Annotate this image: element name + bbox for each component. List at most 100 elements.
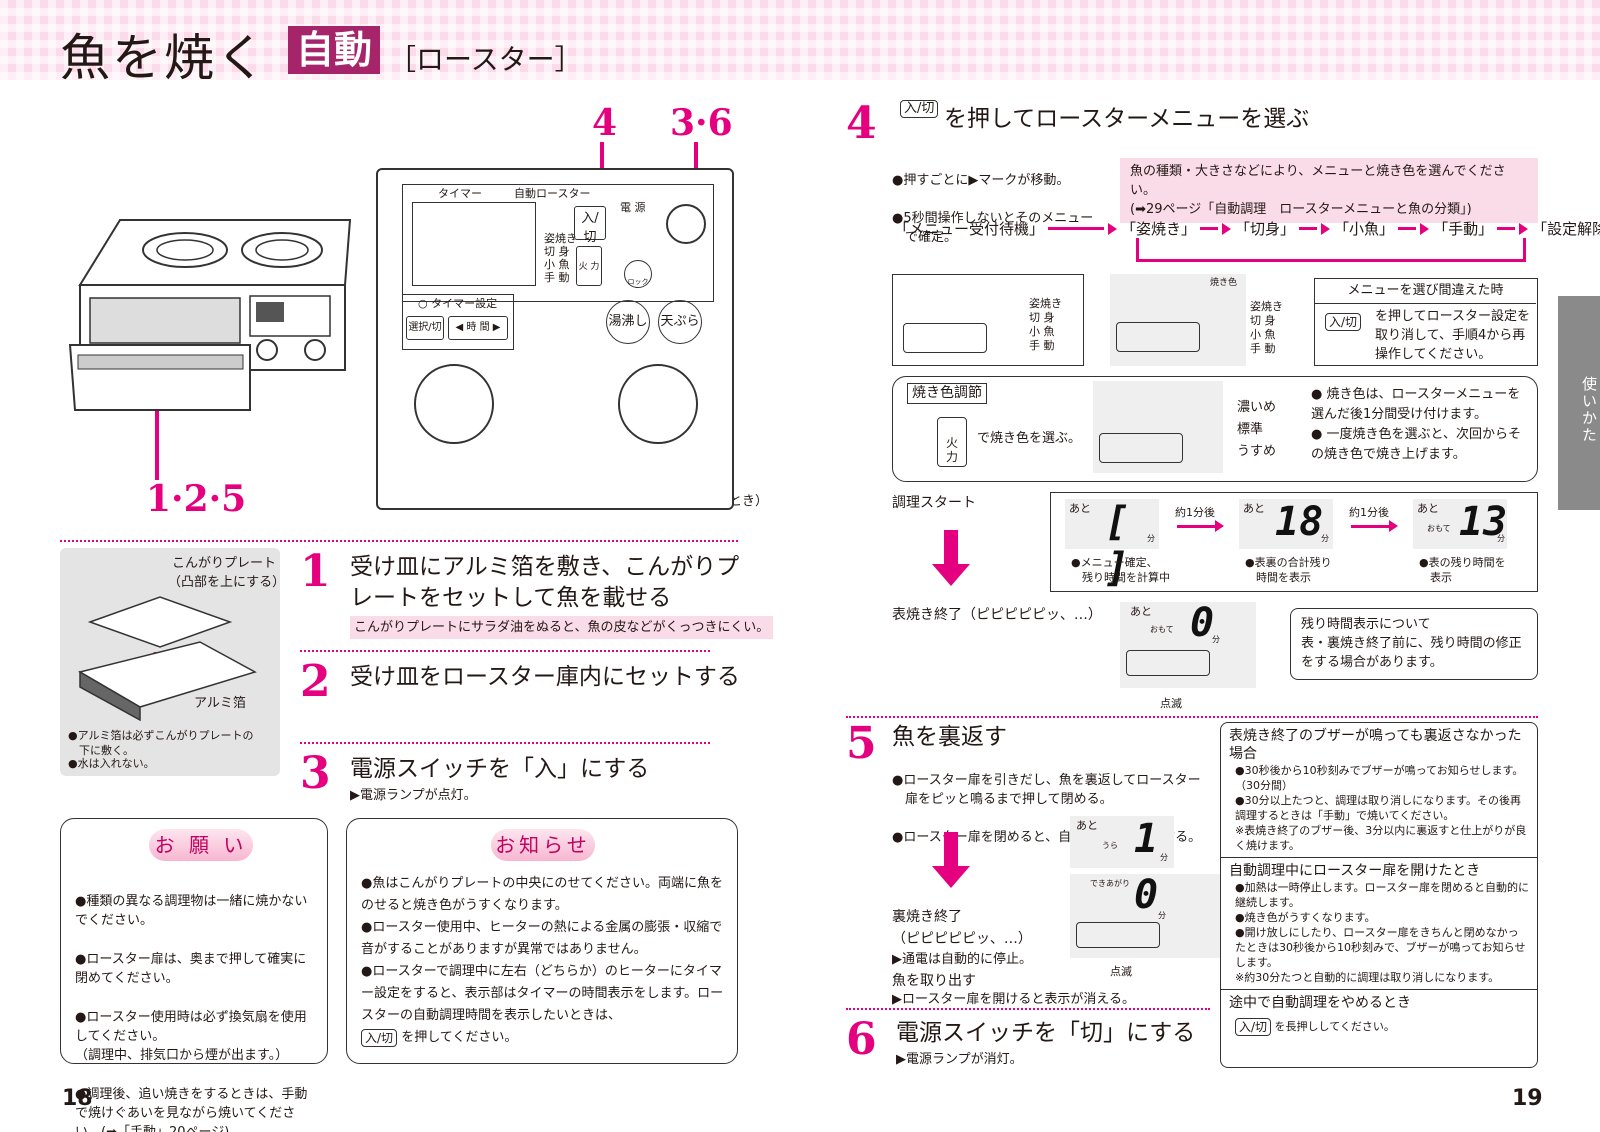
flow-return-line [1136,238,1526,262]
step-4-bullets: ●押すごとに▶マークが移動。 ●5秒間操作しないとそのメニュー で確定。 [892,152,1093,266]
after-label: 約1分後 [1175,506,1215,519]
title-badge: 自動 [288,26,381,74]
time-button[interactable]: ◀ 時 間 ▶ [448,316,508,340]
panel-timer-label: タイマー [438,187,482,200]
color-note: ● 焼き色は、ロースターメニューを選んだ後1分間受け付けます。 [1311,387,1521,422]
flow-item: 「小魚」 [1334,220,1395,238]
oshirase-list: ●魚はこんがりプレートの中央にのせてください。両端に魚をのせると焼き色がうすくな… [361,873,727,1049]
color-button-icon: 火 力 [937,417,967,467]
panel-lcd [412,202,536,286]
step-4-bullet: ●押すごとに▶マークが移動。 [892,173,1070,188]
onegai-item: ●ロースター扉は、奥まで押して確実に閉めてください。 [75,952,307,986]
countdown-box: あと [ ] 分 約1分後 あと 18 分 約1分後 あと おもて 13 分 ●… [1050,492,1538,592]
step-2-title: 受け皿をロースター庫内にセットする [350,664,740,690]
side-item: ※約30分たつと自動的に調理は取り消しになります。 [1235,971,1500,984]
disp-note: ●表裏の合計残り 時間を表示 [1245,556,1332,584]
disp-note: ●表の残り時間を 表示 [1419,556,1506,584]
panel-auto-label: 自動ロースター [514,187,591,200]
divider [846,716,1538,718]
menu-item: 姿焼き [1250,300,1283,313]
remain-text: 表・裏焼き終了前に、残り時間の修正をする場合があります。 [1301,636,1522,670]
right-knob[interactable] [618,364,698,444]
lcd-value: 18 [1275,499,1324,545]
lcd-value: 0 [1190,600,1215,646]
page-title: 魚を焼く [60,29,268,87]
step-3-note: ▶電源ランプが点灯。 [350,788,477,803]
menu-item: 小 魚 [1029,325,1055,338]
callout-4: 4 [592,102,618,144]
side-list: ●30秒後から10秒刻みでブザーが鳴ってお知らせします。（30分間） ●30分以… [1229,763,1529,853]
color-levels: 濃いめ 標準 うすめ [1237,397,1276,463]
menu-item: 小 魚 [1250,328,1276,341]
side-title: 表焼き終了のブザーが鳴っても裏返さなかった場合 [1229,728,1522,762]
onegai-title: お 願 い [149,829,253,861]
side-item: ●焼き色がうすくなります。 [1235,911,1376,924]
color-adjust-text: で焼き色を選ぶ。 [977,431,1082,446]
side-item: を長押ししてください。 [1274,1020,1395,1033]
blink-label: 点滅 [1110,965,1132,978]
takeout-note: ▶ロースター扉を開けると表示が消える。 [892,992,1135,1007]
step-6-title: 電源スイッチを「切」にする [896,1020,1196,1046]
step-1-title: 受け皿にアルミ箔を敷き、こんがりプレートをセットして魚を載せる [350,554,740,611]
onegai-item: ●調理後、追い焼きをするときは、手動で焼けぐあいを見ながら焼いてください。(➡「… [75,1087,308,1132]
menu-button-icon: 入/切 [900,100,939,118]
color-level: 濃いめ [1237,400,1277,415]
down-arrow [944,832,958,868]
foil-label: アルミ箔 [194,696,246,711]
ura-display: あと うら 1 分 [1070,816,1174,868]
timer-set-label: ○ タイマー設定 [418,297,498,310]
figure-note: ●アルミ箔は必ずこんがりプレートの 下に敷く。 [68,729,254,757]
page-number-left: 18 [62,1086,93,1111]
color-adjust-title: 焼き色調節 [907,383,987,404]
oshirase-title: お知らせ [491,829,595,861]
blink-label: 点滅 [1160,697,1182,710]
step-5-number: 5 [846,718,877,769]
callout-1-2-5: 1·2·5 [146,478,247,520]
flow-item: 「設定解除」 [1532,220,1600,238]
side-item: ※表焼き終了のブザー後、3分以内に裏返すと仕上がりが良く焼けます。 [1235,824,1527,852]
flow-item: 「姿焼き」 [1121,220,1197,238]
yakiiro-label: 焼き色 [1210,278,1238,288]
menu-flow: 「メニュー受付待機」 「姿焼き」 「切身」 「小魚」 「手動」 「設定解除」 [894,218,1600,239]
menu-item: 切 身 [544,245,570,258]
left-knob[interactable] [414,364,494,444]
menu-item: 姿焼き [544,232,577,245]
onegai-box: お 願 い ●種類の異なる調理物は一緒に焼かないでください。 ●ロースター扉は、… [60,818,328,1132]
side-title: 自動調理中にロースター扉を開けたとき [1229,863,1481,879]
step-6-number: 6 [846,1014,877,1065]
color-adjust-box: 焼き色調節 火 力 で焼き色を選ぶ。 濃いめ 標準 うすめ ● 焼き色は、ロース… [892,376,1538,482]
mistake-title: メニューを選び間違えた時 [1315,279,1536,304]
menu-item: 手 動 [1029,339,1055,352]
mistake-box: メニューを選び間違えた時 入/切 を押してロースター設定を取り消して、手順4から… [1314,278,1538,366]
lcd-value: 13 [1459,499,1508,545]
omote-end-display: あと おもて 0 分 [1120,600,1256,688]
divider [300,742,710,744]
tray-illustration [78,596,257,722]
step-1-note: こんがりプレートにサラダ油をぬると、魚の皮などがくっつきにくい。 [350,616,774,639]
lock-button[interactable]: ロック [624,260,652,288]
mistake-text: を押してロースター設定を取り消して、手順4から再操作してください。 [1375,309,1530,362]
control-panel: タイマー 自動ロースター 姿焼き 切 身 小 魚 手 動 入/切 火 力 電 源… [376,168,734,510]
step-6-note: ▶電源ランプが消灯。 [896,1052,1023,1067]
menu-button[interactable]: 入/切 [574,206,606,245]
display-menu-list: 姿焼き 切 身 小 魚 手 動 [1029,297,1062,353]
select-off-button[interactable]: 選択/切 [406,316,444,340]
side-tab: 使いかた [1558,296,1600,510]
down-arrow [944,530,958,566]
step-5-title: 魚を裏返す [892,724,1007,750]
onegai-item: ●種類の異なる調理物は一緒に焼かないでください。 [75,894,308,928]
tempura-button[interactable]: 天ぷら [658,300,702,344]
color-button[interactable]: 火 力 [576,246,602,286]
divider [60,540,738,542]
power-switch[interactable] [666,204,706,244]
oshirase-item: ●ロースターで調理中に左右（どちらか）のヒーターにタイマー設定をすると、表示部は… [361,964,724,1023]
boil-button[interactable]: 湯沸し [606,300,650,344]
color-note: ● 一度焼き色を選ぶと、次回からその焼き色で焼き上げます。 [1311,427,1521,462]
omote-end-label: 表焼き終了（ピピピピピッ、…） [892,607,1102,623]
page-number-right: 19 [1512,1086,1543,1111]
onegai-item: ●ロースター使用時は必ず換気扇を使用してください。 （調理中、排気口から煙が出ま… [75,1010,307,1063]
side-item: ●開け放しにしたり、ロースター扉をきちんと閉めなかったときは30秒後から10秒刻… [1235,926,1526,969]
oshirase-item: ●ロースター使用中、ヒーターの熱による金属の膨張・収縮で音がすることがありますが… [361,920,723,957]
menu-item: 切 身 [1029,311,1055,324]
step-4-number: 4 [846,98,877,149]
